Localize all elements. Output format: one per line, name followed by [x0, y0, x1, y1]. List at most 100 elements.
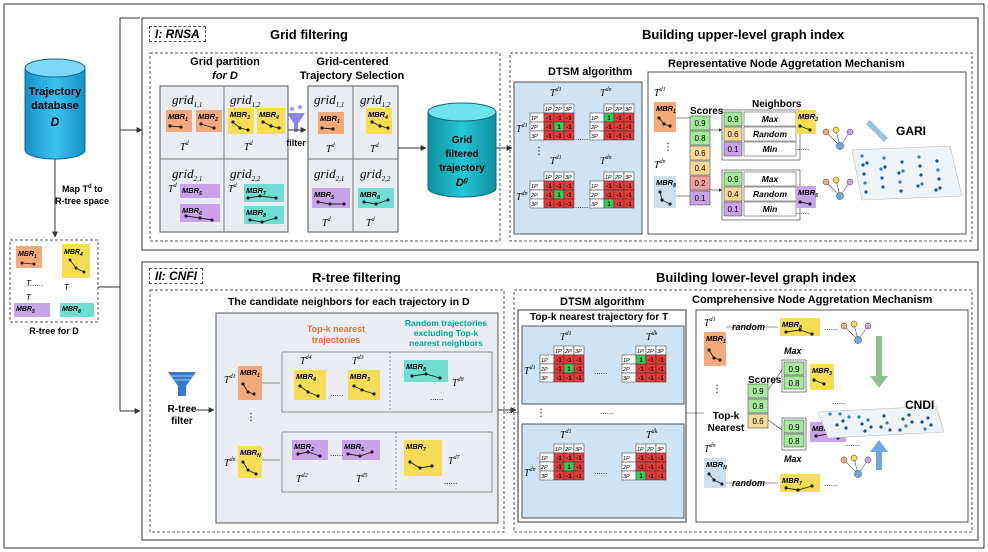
nb-label: Max	[762, 174, 780, 184]
cndi-node	[885, 421, 889, 425]
gari-node	[860, 154, 864, 158]
nb-score-cell	[723, 126, 743, 142]
neighbors-label: Neighbors	[752, 99, 802, 110]
trajectory-point	[418, 466, 422, 470]
rtree-filter-label-2: filter	[171, 416, 193, 427]
gari-node	[882, 156, 886, 160]
max-cell	[783, 419, 805, 434]
db-label-3: D	[51, 115, 60, 129]
matrix-header-label: 3P	[625, 107, 632, 113]
matrix-cell-value: -1	[626, 202, 632, 208]
cndi-node	[838, 412, 842, 416]
score-value: 0.6	[694, 149, 706, 158]
nb-score: 0.1	[727, 205, 739, 214]
gari-node	[937, 177, 941, 181]
matrix-header-label: 1P	[605, 107, 612, 113]
matrix-header-label: 1P	[637, 349, 644, 355]
mbr-label: MBR5	[344, 442, 364, 453]
matrix-row-label: 2P	[622, 465, 630, 471]
cyl-label-3: trajectory	[439, 163, 485, 174]
trajectory-point	[370, 450, 374, 454]
trajectory-point	[810, 332, 814, 336]
nb-score-cell	[723, 201, 743, 217]
mbr-label: MBR8	[656, 178, 676, 189]
cyl-label-4: Dg	[456, 177, 469, 189]
db-label-2: database	[31, 100, 79, 112]
vdots: ⋮	[534, 146, 544, 157]
grid-centered-title-1: Grid-centered	[316, 56, 389, 68]
tree-node	[846, 178, 854, 186]
hdots: ......	[330, 449, 343, 458]
matrix-row-label: 3P	[591, 134, 598, 140]
trajectory-point	[231, 120, 235, 124]
cndi-node	[929, 423, 933, 427]
gari-node	[917, 155, 921, 159]
random-2: excluding Top-k	[413, 328, 479, 338]
trajectory-point	[358, 454, 362, 458]
tree-node	[850, 454, 858, 462]
grid-t3: Td	[168, 183, 178, 195]
matrix-cell-value: -1	[556, 376, 562, 382]
trajectory-point	[254, 472, 258, 476]
mbr-trajectory	[799, 201, 811, 205]
trajectory-point	[277, 126, 281, 130]
trajectory-point	[318, 454, 322, 458]
matrix-cell-value: -1	[606, 193, 612, 199]
trajectory-point	[408, 460, 412, 464]
matrix-cell-value: -1	[648, 358, 654, 364]
gari-node	[935, 159, 939, 163]
vdots: ⋮	[536, 408, 546, 419]
mbr-label: MBRN	[240, 448, 261, 459]
matrix-cell-value: -1	[626, 116, 632, 122]
matrix-cell-value: -1	[576, 367, 582, 373]
cndi-node	[866, 418, 870, 422]
cndi-node	[888, 428, 892, 432]
mbr-label: MBR1	[320, 114, 340, 125]
matrix-header-label: 2P	[614, 175, 622, 181]
trajectory-point	[342, 202, 346, 206]
matrix-row-label: 3P	[531, 202, 538, 208]
trajectory-point	[320, 126, 324, 130]
max-value: 0.9	[788, 365, 800, 374]
mbr-label: MBR8	[782, 320, 802, 331]
matrix-cell-value: -1	[576, 474, 582, 480]
trajectory-point	[331, 127, 335, 131]
cndi-node	[835, 423, 839, 427]
filter-icon	[287, 105, 305, 132]
map-label-2: R-tree space	[55, 196, 109, 206]
db-label-1: Trajectory	[29, 86, 82, 98]
trajectory-point	[707, 472, 711, 476]
matrix-cell-value: -1	[556, 134, 562, 140]
mbr-label: MBR2	[198, 112, 218, 123]
gari-node	[898, 180, 902, 184]
tree-node	[850, 320, 858, 328]
trajectory-point	[316, 200, 320, 204]
score-cell	[689, 145, 711, 161]
matrix-cell-value: -1	[658, 358, 664, 364]
sel-mbr8	[358, 188, 394, 208]
matrix-row-label: 2P	[590, 193, 598, 199]
sel-mbr4	[366, 108, 392, 134]
matrix-header-label: 3P	[625, 175, 632, 181]
cndi-node	[882, 414, 886, 418]
grid-mbr5	[180, 184, 220, 198]
hdots: ......	[824, 479, 837, 488]
matrix-row-label: 1P	[591, 116, 598, 122]
tree-node	[822, 128, 830, 136]
matrix-cell-value: -1	[576, 456, 582, 462]
trajectory-point	[372, 392, 376, 396]
trajectory-point	[269, 124, 273, 128]
mbr-trajectory	[321, 127, 334, 130]
grid-centered-title-2: Trajectory Selection	[299, 70, 405, 82]
hdots: ......	[594, 467, 607, 476]
matrix-row-label: 2P	[530, 193, 538, 199]
matrix-row-label: 2P	[540, 367, 548, 373]
trajectory-point	[386, 198, 390, 202]
mbr-label: MBR4	[296, 372, 316, 383]
hdots: ......	[575, 133, 588, 142]
matrix-cell-value: -1	[566, 456, 572, 462]
matrix-header-label: 2P	[554, 175, 562, 181]
